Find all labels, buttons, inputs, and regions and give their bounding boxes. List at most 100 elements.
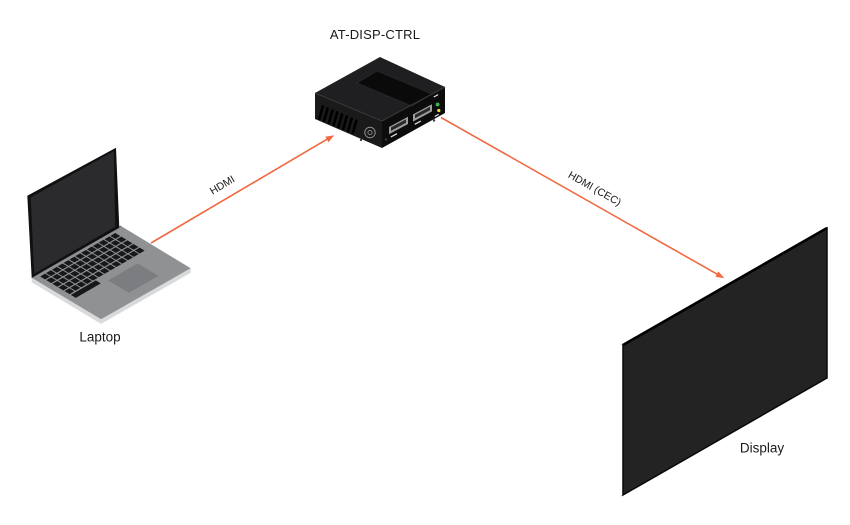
laptop-key — [69, 270, 80, 277]
laptop-key — [99, 253, 110, 260]
laptop-key — [117, 257, 128, 264]
laptop-key — [63, 260, 74, 266]
laptop-key — [104, 243, 115, 250]
laptop-key — [52, 280, 63, 287]
laptop-key — [64, 274, 74, 281]
laptop-spacebar — [70, 280, 101, 298]
vent-slat — [332, 111, 339, 127]
display-panel — [622, 226, 828, 497]
display-label: Display — [740, 441, 785, 456]
laptop-key — [105, 264, 116, 271]
laptop-key — [93, 250, 103, 257]
laptop-key — [81, 271, 92, 277]
laptop-key — [58, 277, 69, 284]
laptop-key — [122, 240, 133, 247]
laptop-deck — [31, 226, 191, 320]
device-edge-highlight — [314, 86, 446, 122]
laptop-key — [128, 251, 139, 257]
laptop-key — [98, 239, 109, 246]
laptop-key — [134, 247, 145, 254]
laptop-key — [87, 267, 98, 274]
atlona-logo-icon — [364, 126, 376, 139]
display-illustration — [621, 226, 828, 497]
laptop-key — [123, 254, 133, 261]
vent-slat — [337, 113, 344, 129]
laptop-key — [69, 263, 80, 270]
device-hdmi-port-2 — [413, 104, 432, 125]
hdmi-connection-label: HDMI — [208, 173, 237, 197]
device-hdmi-port-1 — [389, 116, 408, 138]
laptop-key — [87, 260, 98, 267]
power-led — [435, 102, 440, 107]
laptop-key — [104, 236, 115, 243]
device-top-recess — [356, 70, 433, 107]
screw — [359, 138, 363, 142]
laptop-key — [64, 281, 75, 288]
laptop-key — [75, 260, 86, 267]
laptop-key — [116, 250, 127, 257]
laptop-key — [81, 249, 91, 256]
laptop-key — [51, 266, 62, 273]
device-label: AT-DISP-CTRL — [330, 27, 420, 42]
laptop-key — [110, 240, 121, 246]
vent-slat — [346, 117, 353, 133]
laptop-trackpad — [108, 263, 159, 293]
laptop-key — [87, 274, 98, 281]
laptop-key — [81, 264, 92, 270]
laptop-key — [128, 243, 139, 250]
vent-slat — [317, 105, 325, 121]
laptop-key — [93, 264, 104, 271]
laptop-key — [46, 270, 56, 277]
signal-led — [437, 108, 441, 113]
vent-slat — [322, 107, 329, 123]
laptop-key — [93, 271, 104, 278]
hdmi-cec-arrow — [440, 116, 725, 279]
vent-slat — [327, 109, 334, 125]
laptop-key — [57, 263, 68, 270]
laptop-key — [110, 247, 121, 253]
controller-device-illustration — [314, 57, 446, 148]
laptop-key — [110, 233, 121, 239]
laptop-key — [75, 253, 86, 260]
laptop-key — [93, 257, 104, 264]
laptop-key — [40, 273, 51, 280]
laptop-key — [87, 253, 98, 260]
screw — [432, 119, 436, 122]
laptop-key — [69, 256, 80, 263]
laptop-key — [76, 281, 87, 288]
vent-slat — [341, 115, 349, 131]
screw — [384, 138, 388, 141]
laptop-key — [86, 246, 97, 253]
laptop-key — [111, 261, 122, 268]
laptop-key — [92, 243, 103, 249]
laptop-key — [105, 257, 116, 264]
laptop-screen — [30, 151, 116, 274]
laptop-keyboard — [40, 233, 145, 295]
laptop-key — [105, 250, 115, 257]
laptop-key — [82, 278, 92, 284]
hdmi-arrow — [150, 135, 335, 244]
laptop-illustration — [27, 147, 191, 324]
vent-slat — [351, 119, 358, 135]
device-vents — [317, 105, 358, 135]
laptop-key — [116, 243, 127, 250]
laptop-key — [64, 288, 75, 295]
laptop-label: Laptop — [79, 330, 120, 345]
device-status-leds — [433, 94, 441, 117]
laptop-key — [46, 277, 57, 284]
laptop-key — [52, 273, 62, 280]
laptop-key — [98, 246, 109, 253]
laptop-key — [58, 284, 69, 291]
laptop-key — [63, 267, 74, 273]
laptop-key — [57, 270, 68, 277]
laptop-key — [99, 267, 110, 274]
hdmi-cec-connection-label: HDMI (CEC) — [566, 169, 623, 209]
laptop-key — [75, 267, 86, 274]
laptop-key — [122, 247, 133, 254]
laptop-key — [81, 256, 92, 263]
display-top-bezel — [622, 226, 828, 347]
laptop-key — [70, 284, 81, 291]
laptop-key — [76, 274, 86, 281]
laptop-key — [116, 236, 127, 243]
